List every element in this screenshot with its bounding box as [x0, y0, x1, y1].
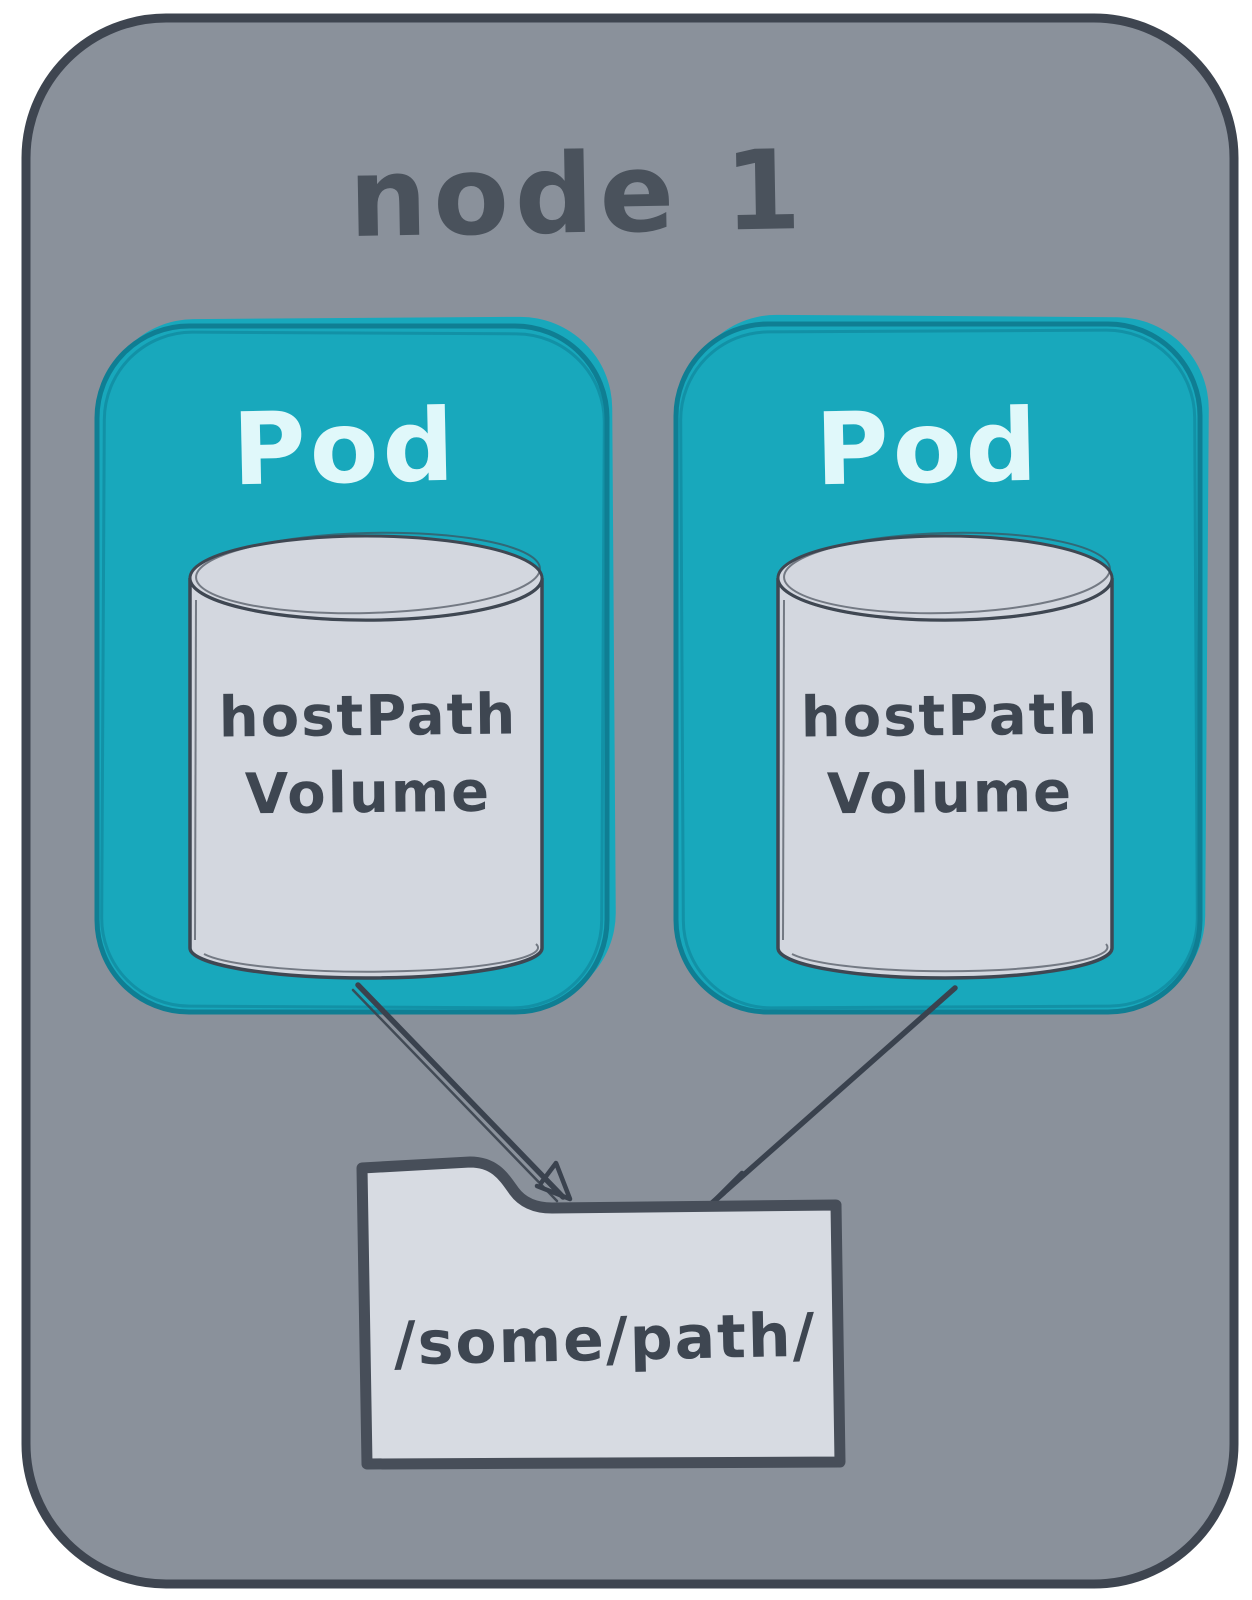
cylinder-right-top — [776, 534, 1114, 622]
pod-left-label: Pod — [231, 387, 459, 509]
cylinder-right-top-sketch — [783, 531, 1111, 615]
arrow-right-line — [709, 985, 958, 1206]
node-label: node 1 — [348, 126, 808, 262]
cylinder-left-bottom-sketch — [203, 943, 539, 973]
volume-cylinder-left: hostPath Volume — [188, 531, 544, 980]
folder-shape — [356, 1156, 846, 1470]
cylinder-left-top-sketch — [195, 531, 541, 615]
pod-right-resketch — [679, 328, 1199, 1010]
pod-left-resketch — [100, 330, 606, 1010]
arrow-right — [705, 985, 958, 1210]
arrow-left-line — [355, 982, 566, 1200]
cylinder-left-side-sketch — [194, 599, 197, 941]
arrow-left-head — [534, 1160, 573, 1202]
pod-right: Pod hostPath Volume — [673, 314, 1209, 1015]
arrow-right-head — [705, 1170, 745, 1210]
cylinder-right-bottom-sketch — [791, 943, 1109, 973]
cylinder-left-top — [188, 534, 544, 622]
cylinder-right-side-sketch — [782, 599, 785, 941]
volume-left-label-line1: hostPath — [218, 682, 517, 750]
pod-right-label: Pod — [814, 387, 1042, 509]
folder-label: /some/path/ — [393, 1301, 817, 1380]
pod-left: Pod hostPath Volume — [94, 316, 616, 1015]
volume-cylinder-right: hostPath Volume — [776, 531, 1114, 980]
arrow-left — [351, 982, 573, 1203]
arrow-left-line-sketch — [351, 988, 559, 1203]
volume-left-label-line2: Volume — [245, 760, 492, 828]
host-path-folder: /some/path/ — [356, 1156, 846, 1470]
volume-right-label-line1: hostPath — [800, 682, 1099, 750]
volume-right-label-line2: Volume — [827, 760, 1074, 828]
